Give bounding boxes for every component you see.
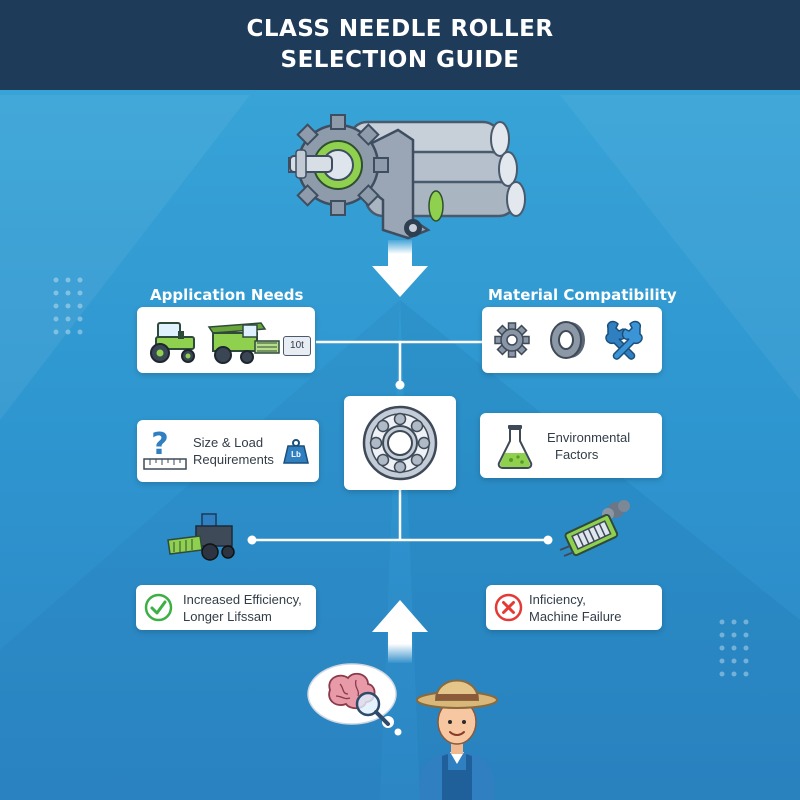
bad-outcome-line-2: Machine Failure: [529, 609, 622, 624]
good-outcome-line-2: Longer Lifssam: [183, 609, 272, 624]
weight-tag-label: 10t: [290, 340, 304, 351]
size-load-text: Size & Load Requirements: [193, 434, 274, 468]
flask-icon: [497, 425, 533, 469]
svg-text:?: ?: [151, 428, 168, 458]
tractor-icon: [150, 322, 195, 363]
needle-bearing-icon: [362, 405, 438, 481]
title-line-1: CLASS NEEDLE ROLLER: [246, 16, 554, 42]
weight-icon: Lb: [283, 438, 309, 464]
broken-machine-icon: [559, 500, 630, 557]
cross-icon: [494, 593, 523, 622]
needle-bearing-card: [344, 396, 456, 490]
title-banner: CLASS NEEDLE ROLLER SELECTION GUIDE: [0, 0, 800, 90]
bad-outcome-line-1: Inficiency,: [529, 592, 586, 607]
environmental-line-1: Environmental: [547, 430, 631, 445]
farmer-icon: [416, 679, 498, 800]
size-load-line-1: Size & Load: [193, 435, 264, 450]
weight-label: Lb: [291, 450, 301, 459]
brain-thought-icon: [307, 663, 402, 736]
good-outcome-card: Increased Efficiency, Longer Lifssam: [136, 585, 316, 630]
environmental-card: Environmental Factors: [480, 413, 662, 478]
ring-icon: [550, 321, 585, 359]
size-load-line-2: Requirements: [193, 452, 274, 467]
ruler-icon: [143, 458, 187, 470]
title-line-2: SELECTION GUIDE: [280, 47, 520, 73]
size-load-card: ? Size & Load Requirements Lb: [137, 420, 319, 482]
up-arrow-icon: [372, 600, 428, 663]
down-arrow-icon: [372, 240, 428, 297]
application-needs-heading: Application Needs: [150, 286, 304, 304]
bad-outcome-text: Inficiency, Machine Failure: [529, 591, 622, 625]
weight-tag-icon: 10t: [283, 336, 311, 356]
good-outcome-line-1: Increased Efficiency,: [183, 592, 302, 607]
check-icon: [144, 593, 173, 622]
environmental-text: Environmental Factors: [547, 429, 630, 463]
wrench-icon: [605, 320, 643, 360]
material-compatibility-heading: Material Compatibility: [488, 286, 677, 304]
gear-icon: [494, 322, 530, 358]
bad-outcome-card: Inficiency, Machine Failure: [486, 585, 662, 630]
question-mark-icon: ?: [151, 428, 168, 458]
environmental-line-2: Factors: [555, 447, 599, 462]
material-compatibility-card: [482, 307, 662, 373]
application-needs-card: 10t: [137, 307, 315, 373]
combine-harvester-icon: [207, 322, 280, 364]
roller-assembly-icon: [288, 114, 526, 240]
good-outcome-text: Increased Efficiency, Longer Lifssam: [183, 591, 302, 625]
harvester-icon: [167, 513, 235, 561]
